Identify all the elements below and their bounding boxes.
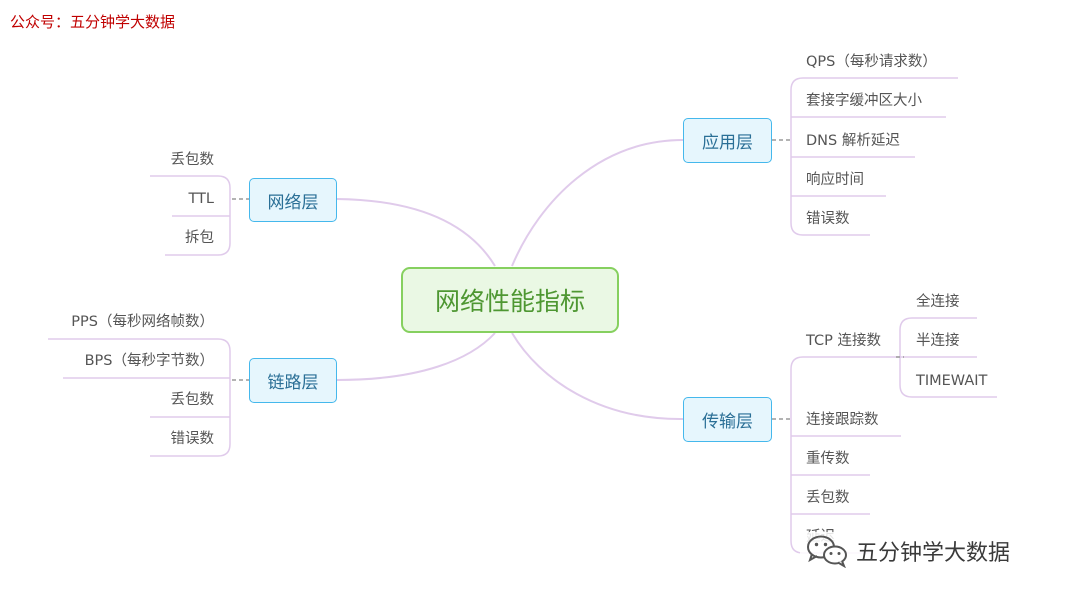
leaf-app-response-time[interactable]: 响应时间 [806, 172, 864, 188]
leaf-app-qps[interactable]: QPS（每秒请求数） [806, 54, 937, 70]
account-header: 公众号：五分钟学大数据 [10, 13, 176, 31]
leaf-tcp-timewait[interactable]: TIMEWAIT [916, 373, 988, 389]
connector-center-application [511, 139, 684, 267]
node-link-layer[interactable]: 链路层 [249, 358, 337, 403]
leaf-transport-tcp-connections[interactable]: TCP 连接数 [806, 333, 881, 349]
leaf-network-fragmentation[interactable]: 拆包 [185, 230, 214, 246]
node-application-layer[interactable]: 应用层 [683, 118, 772, 163]
leaf-app-errors[interactable]: 错误数 [806, 211, 850, 227]
leaf-tcp-full-connection[interactable]: 全连接 [916, 294, 960, 310]
watermark-backdrop [800, 532, 1080, 592]
center-node[interactable]: 网络性能指标 [401, 267, 619, 333]
connector-center-transport [511, 332, 684, 421]
node-network-layer[interactable]: 网络层 [249, 178, 337, 222]
leaf-transport-packet-loss[interactable]: 丢包数 [806, 490, 850, 506]
leaf-link-pps[interactable]: PPS（每秒网络帧数） [71, 314, 214, 330]
watermark: 五分钟学大数据 [806, 534, 1010, 568]
leaf-app-socket-buffer[interactable]: 套接字缓冲区大小 [806, 93, 922, 109]
leaf-link-packet-loss[interactable]: 丢包数 [170, 392, 215, 408]
leaf-link-bps[interactable]: BPS（每秒字节数） [84, 353, 214, 369]
leaf-network-packet-loss[interactable]: 丢包数 [170, 152, 215, 168]
leaf-transport-retransmits[interactable]: 重传数 [806, 451, 850, 467]
watermark-text: 五分钟学大数据 [856, 541, 1011, 566]
node-transport-layer[interactable]: 传输层 [683, 397, 772, 442]
connector-center-link [336, 332, 496, 381]
leaf-network-ttl[interactable]: TTL [188, 191, 214, 207]
leaf-link-errors[interactable]: 错误数 [170, 431, 215, 447]
leaf-transport-conntrack[interactable]: 连接跟踪数 [806, 412, 879, 428]
leaf-tcp-half-connection[interactable]: 半连接 [916, 333, 960, 349]
wechat-icon [807, 535, 847, 568]
connector-center-network [336, 198, 496, 267]
leaf-app-dns-latency[interactable]: DNS 解析延迟 [806, 133, 900, 149]
